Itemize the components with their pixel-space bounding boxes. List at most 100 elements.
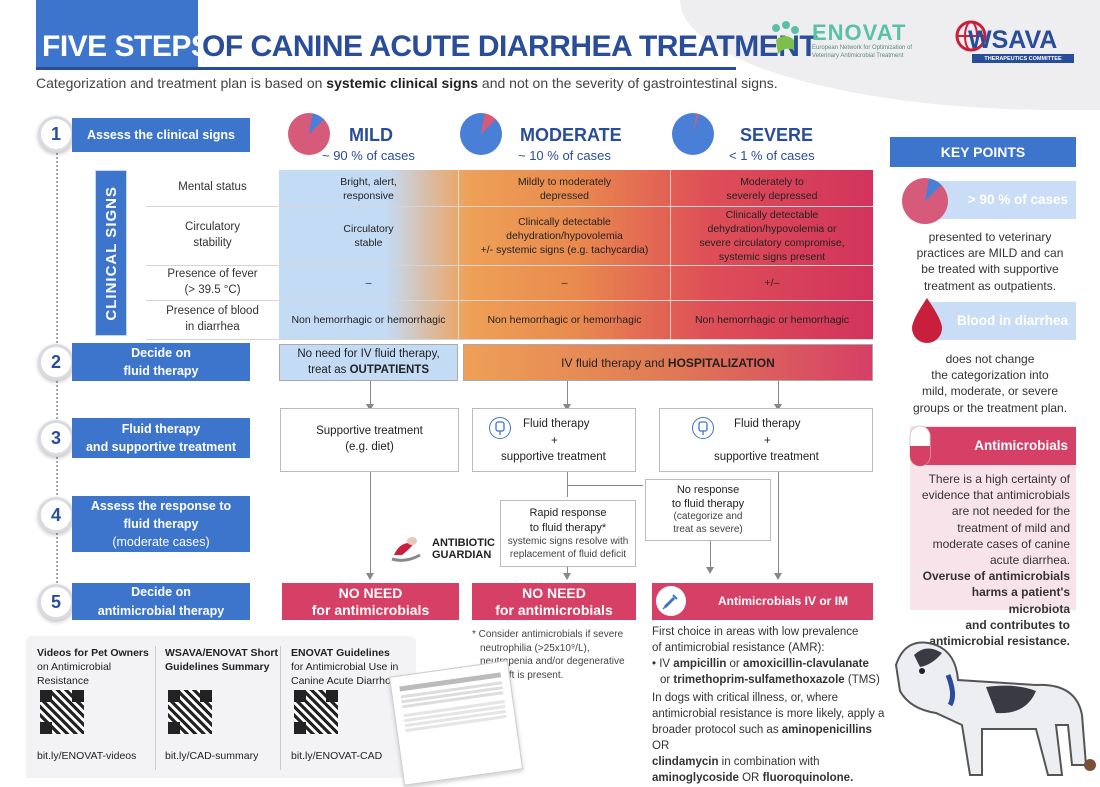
- arrow: [366, 472, 374, 580]
- guidelines-paper-thumbnail: [388, 660, 524, 786]
- severe-percent: < 1 % of cases: [729, 148, 815, 163]
- row-divider: [146, 300, 873, 301]
- iv-bag-icon: [489, 417, 511, 439]
- mild-title: MILD: [349, 125, 393, 145]
- row-label-fever: Presence of fever(> 39.5 °C): [146, 266, 279, 300]
- arrow: [563, 567, 571, 580]
- antimicrobials-iv-im-box: Antimicrobials IV or IM: [652, 583, 873, 620]
- subtitle: Categorization and treatment plan is bas…: [36, 75, 778, 91]
- mild-fever: –: [365, 276, 372, 289]
- hospitalization-box: IV fluid therapy and HOSPITALIZATION: [463, 344, 873, 381]
- severe-title: SEVERE: [740, 125, 814, 145]
- supportive-label: supportive treatment: [501, 451, 606, 463]
- outpatient-box: No need for IV fluid therapy,treat as OU…: [279, 344, 458, 381]
- arrow: [563, 381, 571, 411]
- arrow: [366, 381, 374, 411]
- supportive-label: supportive treatment: [714, 451, 819, 463]
- fluid-label: Fluid therapy: [523, 418, 590, 430]
- clinical-signs-tab: CLINICAL SIGNS: [95, 170, 127, 336]
- summary-link[interactable]: bit.ly/CAD-summary: [165, 750, 259, 762]
- pill-capsule-icon: [908, 424, 932, 468]
- qr-code-icon[interactable]: [168, 690, 212, 734]
- step-5-number: 5: [38, 584, 74, 620]
- row-divider: [146, 339, 873, 340]
- column-divider: [670, 170, 671, 340]
- plus-sign: +: [551, 435, 558, 447]
- arrow: [774, 472, 782, 580]
- iv-bag-icon: [692, 417, 714, 439]
- videos-link[interactable]: bit.ly/ENOVAT-videos: [37, 750, 137, 762]
- moderate-fever: –: [561, 276, 568, 289]
- title-highlight: FIVE STEPS: [42, 30, 211, 63]
- kp-antimicrobials-band: Antimicrobials: [925, 427, 1076, 465]
- moderate-percent: ~ 10 % of cases: [518, 148, 611, 163]
- mild-blood: Non hemorrhagic or hemorrhagic: [291, 313, 446, 326]
- qr-code-icon[interactable]: [40, 690, 84, 734]
- blood-drop-icon: [908, 296, 946, 346]
- severe-pie-icon: [672, 113, 714, 155]
- step-1-number: 1: [38, 116, 74, 152]
- kp-pie-icon: [902, 178, 948, 224]
- footer-divider: [280, 646, 281, 770]
- row-divider: [146, 265, 873, 266]
- enovat-name: ENOVAT: [812, 20, 907, 45]
- antimicrobials-label: Antimicrobials IV or IM: [718, 594, 849, 608]
- page-title: OF CANINE ACUTE DIARRHEA TREATMENT: [202, 30, 818, 63]
- syringe-icon: [656, 586, 686, 616]
- severe-antimicrobial-notes: First choice in areas with low prevalenc…: [652, 626, 885, 784]
- moderate-pie-icon: [460, 113, 502, 155]
- row-divider: [146, 206, 873, 207]
- fluid-label: Fluid therapy: [734, 418, 801, 430]
- enovat-logo-icon: [768, 20, 802, 60]
- plus-sign: +: [764, 435, 771, 447]
- severity-gradient: [279, 170, 873, 340]
- dog-illustration: [886, 625, 1100, 778]
- resources-footer: [26, 636, 416, 778]
- step-2-number: 2: [38, 344, 74, 380]
- kp-blood-band: Blood in diarrhea: [925, 302, 1076, 340]
- wsava-globe-icon: [955, 20, 987, 52]
- antibiotic-guardian-logo-icon: [390, 533, 428, 565]
- step-3-number: 3: [38, 420, 74, 456]
- mild-percent: ~ 90 % of cases: [322, 148, 415, 163]
- connector: [567, 472, 568, 497]
- moderate-fluid-box: Fluid therapy + supportive treatment: [472, 408, 636, 472]
- guidelines-link[interactable]: bit.ly/ENOVAT-CAD: [291, 750, 383, 762]
- key-points-title: KEY POINTS: [890, 137, 1076, 167]
- moderate-title: MODERATE: [520, 125, 622, 145]
- mild-mental-status: Bright, alert,responsive: [340, 175, 397, 202]
- supportive-treatment-box: Supportive treatment(e.g. diet): [280, 408, 459, 472]
- wsava-tagline: THERAPEUTICS COMMITTEE: [972, 54, 1074, 63]
- wsava-name: WSAVA: [968, 26, 1058, 54]
- step-4-number: 4: [38, 497, 74, 533]
- row-label-mental-status: Mental status: [146, 170, 279, 206]
- title-highlight-box: [36, 0, 198, 68]
- severe-fever: +/–: [764, 276, 780, 289]
- title-underline: [36, 67, 736, 70]
- connector: [567, 485, 643, 486]
- footer-divider: [155, 646, 156, 770]
- severe-fluid-box: Fluid therapy + supportive treatment: [659, 408, 873, 472]
- qr-code-icon[interactable]: [294, 690, 338, 734]
